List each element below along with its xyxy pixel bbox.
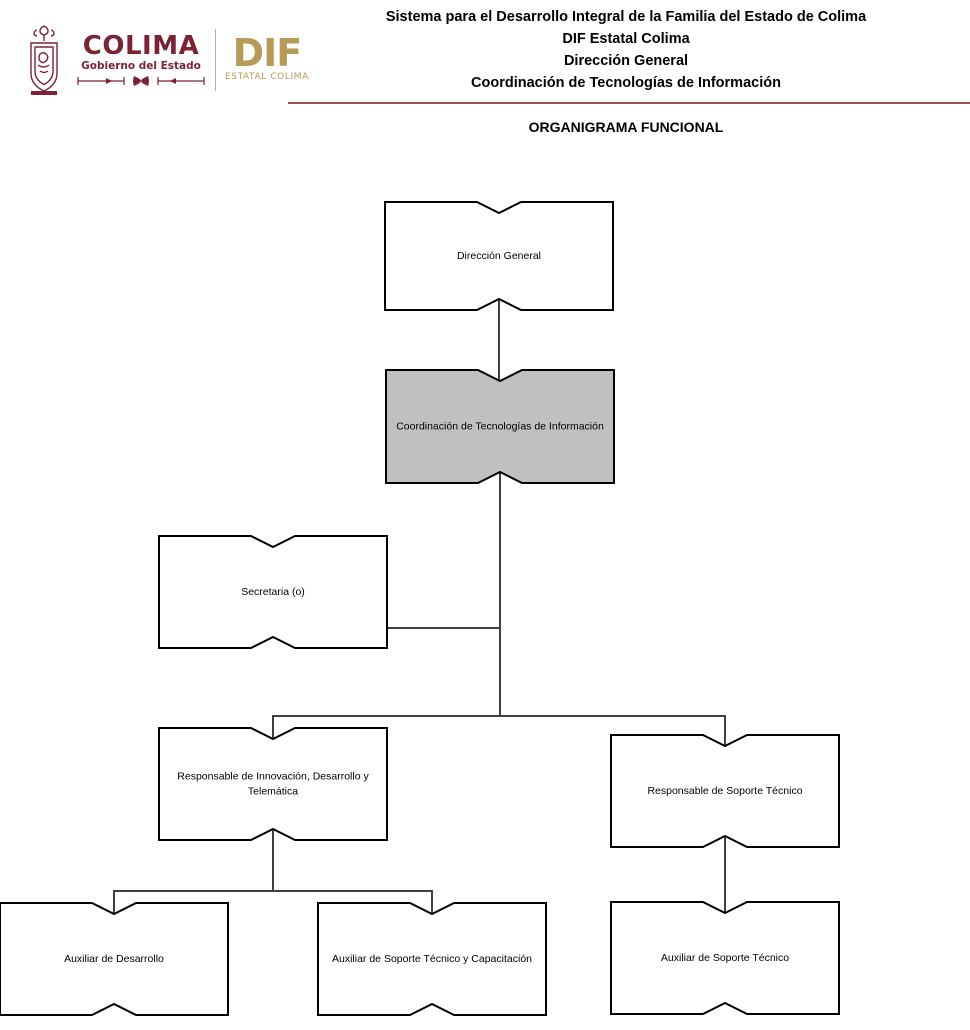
dif-title: DIF: [232, 31, 303, 76]
org-node-direccion-general[interactable]: Dirección General: [384, 201, 614, 311]
org-node-auxiliar-desarrollo[interactable]: Auxiliar de Desarrollo: [0, 902, 229, 1016]
connector-coordinacion-to-responsables: [272, 715, 726, 746]
title-line-3: Dirección General: [563, 53, 689, 69]
org-node-auxiliar-soporte-capacitacion[interactable]: Auxiliar de Soporte Técnico y Capacitaci…: [317, 902, 547, 1016]
title-line-2: DIF Estatal Colima: [562, 31, 690, 47]
org-node-label: Responsable de Innovación, Desarrollo y: [177, 770, 369, 782]
org-node-box: [158, 535, 388, 649]
brand-logo: COLIMA Gobierno del Estado DIF ESTATAL C…: [18, 18, 308, 102]
colima-coat-of-arms-icon: [30, 25, 58, 95]
dif-subtitle: ESTATAL COLIMA: [225, 72, 309, 83]
logo-divider: [215, 29, 216, 91]
connector-innovacion-to-auxiliares: [113, 890, 433, 914]
colima-ornament-icon: [77, 76, 205, 87]
header-divider-rule: [288, 102, 970, 104]
org-node-box: [610, 901, 840, 1015]
org-node-label: Secretaria (o): [241, 586, 305, 598]
org-node-box: [0, 902, 229, 1016]
org-node-responsable-innovacion[interactable]: Responsable de Innovación, Desarrollo y T…: [158, 727, 388, 841]
org-node-label: Responsable de Soporte Técnico: [647, 785, 802, 797]
org-node-box: [317, 902, 547, 1016]
org-node-responsable-soporte[interactable]: Responsable de Soporte Técnico: [610, 734, 840, 848]
org-node-label: Auxiliar de Desarrollo: [64, 953, 164, 965]
org-node-box: [384, 201, 614, 311]
org-node-box: [158, 727, 388, 841]
org-node-label: Coordinación de Tecnologías de Informaci…: [396, 420, 604, 432]
org-node-label: Auxiliar de Soporte Técnico: [661, 952, 789, 964]
org-node-box: [385, 369, 615, 484]
colima-title: COLIMA: [82, 30, 200, 61]
dif-wordmark: DIF ESTATAL COLIMA: [225, 31, 309, 85]
connector-layer: [113, 299, 726, 914]
chart-subtitle: ORGANIGRAMA FUNCIONAL: [528, 119, 724, 135]
org-node-label: Dirección General: [457, 250, 541, 262]
title-line-4: Coordinación de Tecnologías de Informaci…: [471, 75, 781, 91]
page-header: COLIMA Gobierno del Estado DIF ESTATAL C…: [0, 0, 970, 148]
colima-wordmark: COLIMA Gobierno del Estado: [76, 33, 215, 88]
document-title: Sistema para el Desarrollo Integral de l…: [290, 6, 962, 94]
org-node-label: Telemática: [248, 785, 298, 797]
title-line-1: Sistema para el Desarrollo Integral de l…: [385, 9, 867, 25]
org-node-label: Auxiliar de Soporte Técnico y Capacitaci…: [332, 953, 532, 965]
org-node-secretaria[interactable]: Secretaria (o): [158, 535, 388, 649]
org-node-coordinacion-tecnologias[interactable]: Coordinación de Tecnologías de Informaci…: [385, 369, 615, 484]
org-node-auxiliar-soporte-tecnico[interactable]: Auxiliar de Soporte Técnico: [610, 901, 840, 1015]
org-node-box: [610, 734, 840, 848]
colima-subtitle: Gobierno del Estado: [81, 59, 201, 72]
